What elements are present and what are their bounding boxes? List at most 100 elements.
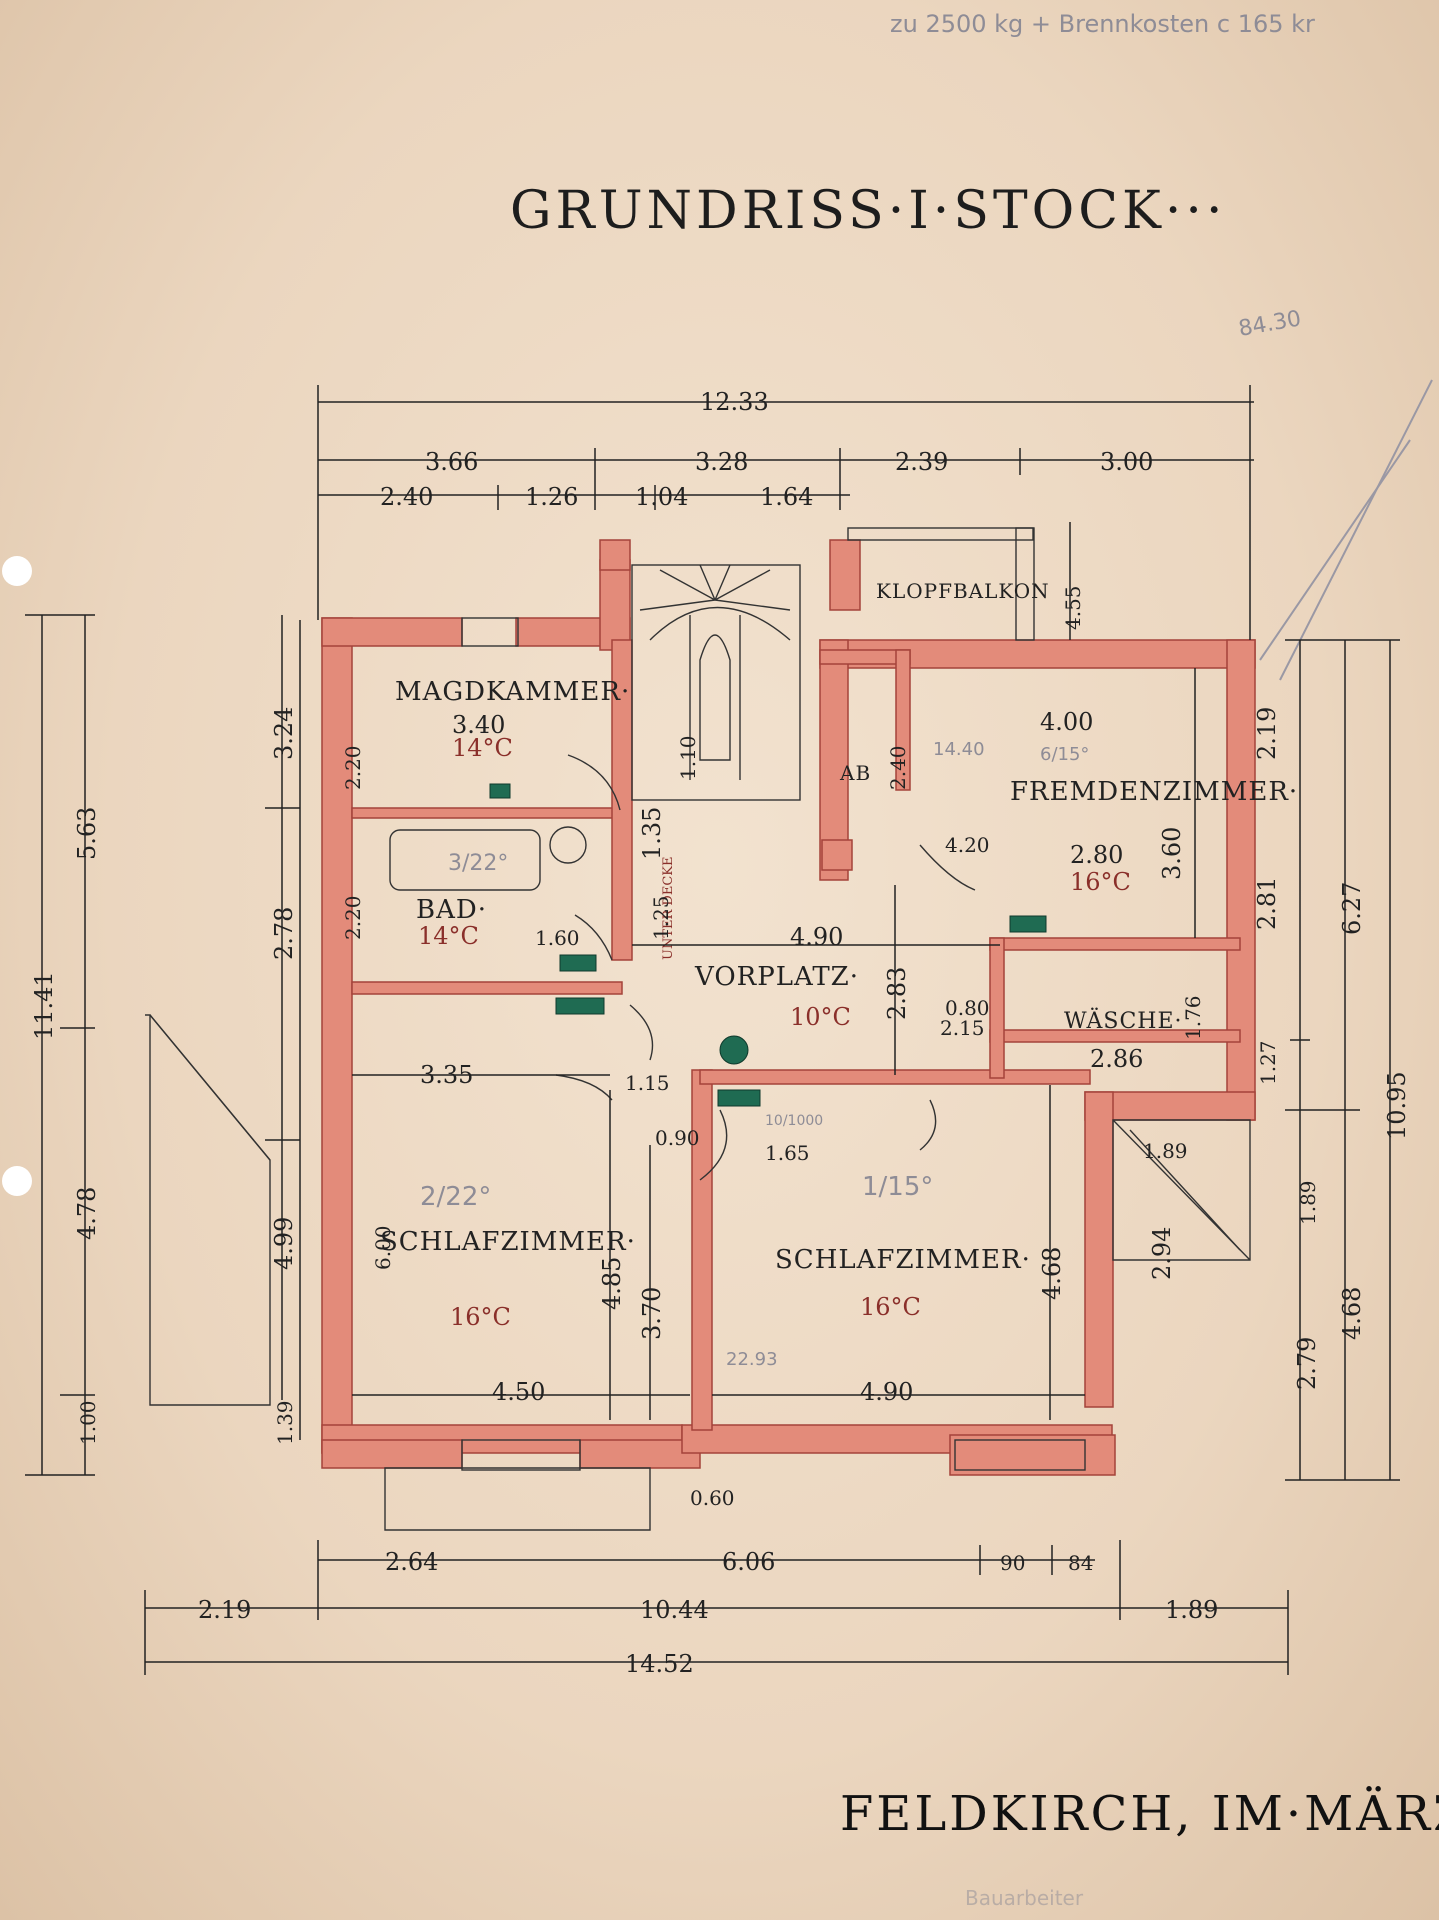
room-dim-waesche: 2.86: [1090, 1045, 1143, 1073]
dim-right: 6.27: [1338, 882, 1366, 935]
dim-inner: 2.94: [1148, 1227, 1176, 1280]
dim-bottom-row1: 6.06: [722, 1548, 775, 1576]
dim-bottom-row2: 10.44: [640, 1596, 709, 1624]
dim-inner: 1.25: [649, 895, 673, 940]
dim-top-row2: 2.39: [895, 448, 948, 476]
dim-inner: 1.15: [625, 1071, 670, 1095]
walls: [321, 539, 1256, 1476]
room-dim-fremdenzimmer: 4.00: [1040, 708, 1093, 736]
dim-inner: 1.89: [1143, 1139, 1188, 1163]
dim-bottom-row1: 2.64: [385, 1548, 438, 1576]
room-temp-vorplatz: 10°C: [790, 1003, 851, 1031]
room-label-bad: BAD·: [416, 895, 487, 925]
dim-top-row3: 1.64: [760, 483, 813, 511]
room-label-fremdenzimmer: FREMDENZIMMER·: [1010, 777, 1298, 807]
dim-right: 1.27: [1256, 1040, 1280, 1085]
pencil-annotation: 22.93: [726, 1349, 778, 1370]
dim-inner: 0.90: [655, 1126, 700, 1150]
room-dim-vorplatz: 4.90: [790, 923, 843, 951]
room-temp-magdkammer: 14°C: [452, 734, 513, 762]
dim-top-row2: 3.00: [1100, 448, 1153, 476]
dim-inner: 1.60: [535, 926, 580, 950]
dim-top-row2: 3.28: [695, 448, 748, 476]
dim-left: 4.99: [270, 1217, 298, 1270]
dim-inner: 2.15: [940, 1016, 985, 1040]
pencil-note-side: 84.30: [1237, 306, 1303, 342]
dim-right: 4.68: [1338, 1287, 1366, 1340]
dim-left: 1.39: [273, 1400, 297, 1445]
room-dim-schlafzimmer-right: 4.90: [860, 1378, 913, 1406]
dim-left: 2.78: [270, 907, 298, 960]
dim-top-row3: 2.40: [380, 483, 433, 511]
dim-left: 11.41: [30, 971, 58, 1040]
dim-inner: 1.65: [765, 1141, 810, 1165]
pencil-annotation: 14.40: [933, 739, 985, 760]
construction-lines: [145, 527, 1251, 1531]
dim-right: 10.95: [1383, 1071, 1411, 1140]
dim-left: 3.24: [270, 707, 298, 760]
dim-inner: 6.00: [371, 1225, 395, 1270]
dim-right: 1.89: [1296, 1180, 1320, 1225]
room-label-klopfbalkon: KLOPFBALKON: [876, 579, 1050, 603]
dim-left: 5.63: [73, 807, 101, 860]
dim-inner: 2.20: [341, 895, 365, 940]
dim-bottom-row1: 84: [1068, 1551, 1093, 1575]
dim-inner: 2.40: [886, 745, 910, 790]
dim-top-overall: 12.33: [700, 388, 769, 416]
room-label-ab: AB: [839, 761, 871, 785]
punch-hole: [2, 556, 32, 586]
punch-hole: [2, 1166, 32, 1196]
pencil-annotation: 3/22°: [448, 851, 508, 876]
room-label-schlafzimmer-left: SCHLAFZIMMER·: [380, 1227, 636, 1257]
room-temp-schlafzimmer-right: 16°C: [860, 1293, 921, 1321]
dim-right: 4.55: [1061, 585, 1085, 630]
pencil-annotation: 10/1000: [765, 1113, 823, 1129]
pencil-annotation: 2/22°: [420, 1182, 491, 1212]
room-dim2-fremdenzimmer: 2.80: [1070, 841, 1123, 869]
signature-location-date: FELDKIRCH, IM·MÄRZ·1912·····: [840, 1785, 1439, 1842]
pencil-note-top: zu 2500 kg + Brennkosten c 165 kr: [890, 10, 1315, 38]
dim-right: 2.19: [1253, 707, 1281, 760]
radiators: [489, 783, 1047, 1107]
stamp-text: Bauarbeiter: [965, 1886, 1084, 1910]
dim-inner: 4.68: [1038, 1247, 1066, 1300]
dim-bottom-overall: 14.52: [625, 1650, 694, 1678]
dim-inner: 3.60: [1158, 827, 1186, 880]
dim-inner: 1.76: [1181, 995, 1205, 1040]
room-temp-fremdenzimmer: 16°C: [1070, 868, 1131, 896]
dim-inner: 0.80: [945, 996, 990, 1020]
room-label-magdkammer: MAGDKAMMER·: [395, 677, 630, 707]
room-temp-bad: 14°C: [418, 922, 479, 950]
room-label-vorplatz: VORPLATZ·: [694, 962, 859, 992]
dim-inner: 4.20: [945, 833, 990, 857]
room-label-waesche: WÄSCHE·: [1064, 1007, 1183, 1034]
drawing-title: GRUNDRISS·I·STOCK···: [510, 181, 1227, 241]
dim-bottom-row1: 90: [1000, 1551, 1025, 1575]
dim-top-row3: 1.04: [635, 483, 688, 511]
dim-top-row3: 1.26: [525, 483, 578, 511]
pencil-annotation: 6/15°: [1040, 744, 1089, 765]
dim-inner: 4.85: [598, 1257, 626, 1310]
room-label-schlafzimmer-right: SCHLAFZIMMER·: [775, 1245, 1031, 1275]
room-dim-magdkammer: 3.40: [452, 711, 505, 739]
room-dim-schlafzimmer-left: 4.50: [492, 1378, 545, 1406]
dim-inner: 1.35: [638, 807, 666, 860]
dim-left: 4.78: [73, 1187, 101, 1240]
dim-bottom-row2: 2.19: [198, 1596, 251, 1624]
dim-inner: 0.60: [690, 1486, 735, 1510]
dim-inner: 2.20: [341, 745, 365, 790]
room-temp-schlafzimmer-left: 16°C: [450, 1303, 511, 1331]
dim-inner: 3.70: [638, 1287, 666, 1340]
dim-inner: 2.83: [883, 967, 911, 1020]
dim-right: 2.79: [1293, 1337, 1321, 1390]
dim-top-row2: 3.66: [425, 448, 478, 476]
dim-left: 1.00: [76, 1400, 100, 1445]
dim-right: 2.81: [1253, 877, 1281, 930]
dim-inner: 1.10: [676, 735, 700, 780]
dim-bottom-row2: 1.89: [1165, 1596, 1218, 1624]
dim-inner: 3.35: [420, 1061, 473, 1089]
dimension-lines: [25, 385, 1400, 1675]
pencil-annotation: 1/15°: [862, 1172, 933, 1202]
